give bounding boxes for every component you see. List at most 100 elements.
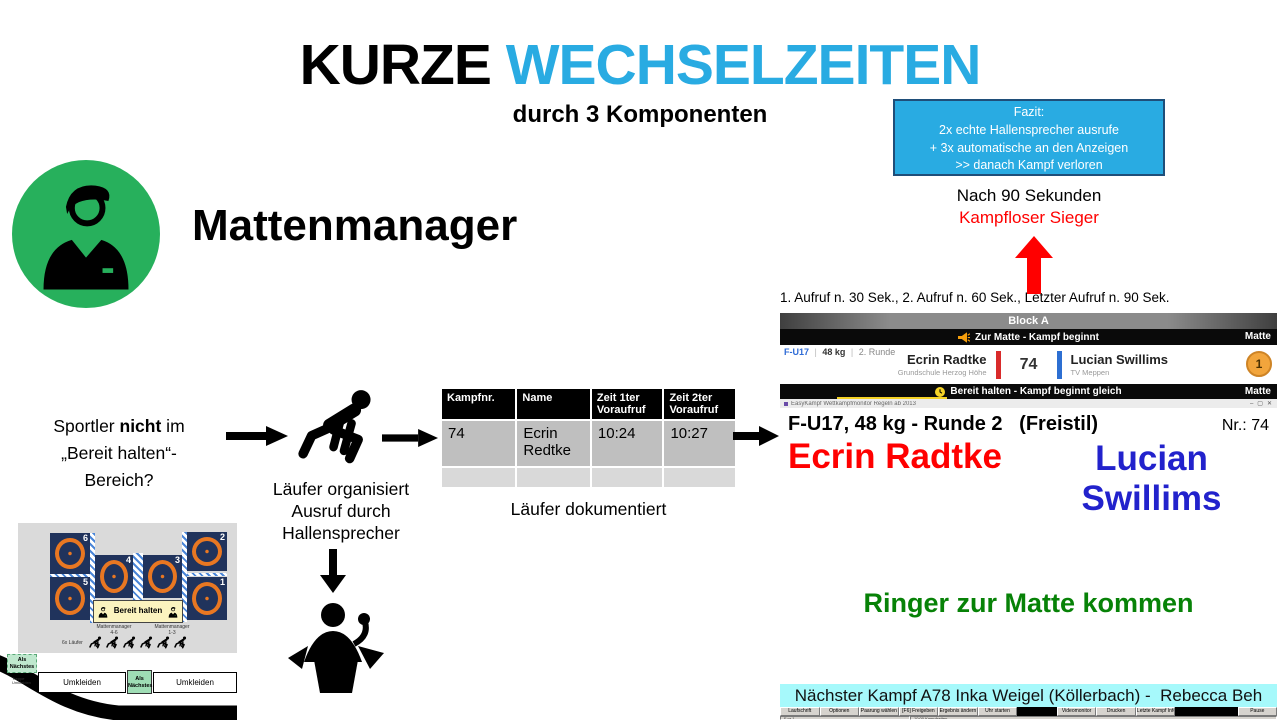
statusbar-time: 10:00 Kampfzeiten [910,716,1277,720]
status-bar-to-mat: Zur Matte - Kampf beginnt Matte [780,329,1277,345]
title-blue: WECHSELZEITEN [505,33,982,97]
red-color-bar [995,351,1001,379]
mat-ring [100,560,128,593]
col-header-name: Name [515,387,592,421]
runner-caption: Läufer organisiert Ausruf durch Hallensp… [246,479,436,545]
toolbar-button-videomonitor[interactable]: Videomonitor [1056,707,1097,716]
blue-fighter-club: TV Meppen [1070,367,1110,377]
window-title-text: EasyKampf Wettkampfmonitor Regeln ab 201… [791,400,916,407]
statusbar-left: F nr 1 [780,716,910,720]
ready-area-box: Bereit halten [93,600,183,623]
label-line: Mattenmanager [96,624,132,630]
table-header-row: Kampfnr. Name Zeit 1ter Voraufruf Zeit 2… [439,387,737,421]
announcer-podium-icon [286,593,386,703]
toolbar-button-uhr[interactable]: Uhr starten [977,707,1018,716]
come-to-mat-status: Ringer zur Matte kommen [863,588,1194,618]
toolbar-indicator [1017,707,1057,716]
status-text: Zur Matte - Kampf beginnt [975,331,1099,343]
big-names-row: Ecrin Radtke Lucian Swillims [788,437,1269,520]
matte-label: Matte [1244,386,1271,397]
cell-name: Ecrin Redtke [515,419,592,468]
toolbar-button-ergebnis[interactable]: Ergebnis ändern [938,707,978,716]
cell-kampfnr: 74 [439,419,518,468]
down-arrow-icon [320,549,346,593]
match-row: F-U17 | 48 kg | 2. Runde Ecrin Radtke Gr… [780,345,1277,384]
barrier-hatch [133,553,143,600]
match-meta: F-U17 | 48 kg | 2. Runde [784,347,895,357]
runners-count-label: 6x Läufer [62,640,83,646]
walkover-winner-label: Kampfloser Sieger [959,208,1099,227]
cell-zeit1: 10:24 [589,419,665,468]
label-line: 4-6 [110,629,118,636]
toolbar-button-paarung[interactable]: Paarung wählen [859,707,899,716]
table-caption: Läufer dokumentiert [510,499,667,519]
toolbar-button-freigeben[interactable]: [F6] Freigeben [898,707,939,716]
fazit-line: + 3x automatische an den Anzeigen [929,140,1129,155]
page-subtitle: durch 3 Komponenten [512,101,768,128]
bout-nr-label: Nr.: 74 [1221,417,1269,434]
mat-number: 6 [82,533,88,543]
toolbar-button-laufschrift[interactable]: Laufschrift [780,707,820,716]
manager-icon [168,606,178,618]
cell-zeit2: 10:27 [662,419,737,468]
ready-area-label: Bereit halten [113,606,163,616]
question-part: Bereich? [84,470,154,491]
col-header-zeit2: Zeit 2ter Voraufruf [662,387,737,421]
close-button[interactable]: ✕ [1266,401,1273,407]
mat-ring [192,582,222,615]
mat-1: 1 [187,577,227,620]
runner-icon [286,386,381,474]
minimize-button[interactable]: – [1249,400,1255,407]
question-part: „Bereit halten“- [61,443,177,464]
barrier-hatch [90,533,95,623]
stairs-label: Treppe Umkleiden [12,676,31,686]
maximize-button[interactable]: ▢ [1257,401,1264,407]
mat-6: 6 [50,533,90,574]
mat-number: 1 [219,577,225,587]
barrier-hatch [187,573,227,576]
blue-fighter: Lucian Swillims TV Meppen [1070,353,1223,377]
question-text: Sportler nicht im „Bereit halten“- Berei… [5,413,233,494]
matte-label: Matte [1244,331,1271,342]
class-label: F-U17 [784,347,810,357]
status-bar-ready: Bereit halten - Kampf beginnt gleich Mat… [780,384,1277,399]
label-line: Mattenmanager [154,624,190,630]
wrestling-software-screenshot: Block A Zur Matte - Kampf beginnt Matte … [780,313,1278,720]
next-tag-left: Als Nächstes [7,654,37,673]
toolbar-button-pause[interactable]: Pause [1237,707,1278,716]
toolbar-button-letzte-info[interactable]: Letzte Kampf Info [1135,707,1176,716]
flow-arrow-icon [733,426,779,446]
blue-color-bar [1056,351,1062,379]
next-bout-ticker: Nächster Kampf A78 Inka Weigel (Köllerba… [780,684,1277,707]
red-name-big: Ecrin Radtke [788,437,1002,476]
mat-number: 5 [82,577,88,587]
col-header-kampfnr: Kampfnr. [439,387,518,421]
fazit-line: Fazit: [1013,105,1045,119]
runner-icon [105,636,120,649]
mat-number: 2 [219,532,225,542]
runner-icon [139,636,154,649]
mat-ring [148,560,177,593]
blue-name-big: Lucian Swillims [1081,439,1222,519]
flow-arrow-icon [226,426,288,446]
table-row-empty [439,466,737,489]
bout-heading: F-U17, 48 kg - Runde 2 (Freistil) [788,413,1099,435]
mat-ring [192,537,222,566]
separator: | [850,347,854,357]
dressing-room-right: Umkleiden [153,672,237,693]
round-label: 2. Runde [858,347,896,357]
caption-line: Hallensprecher [282,522,400,543]
barrier-hatch [182,532,187,622]
red-fighter-club: Grundschule Herzog Höhe [897,367,987,377]
businessman-icon [27,175,145,293]
question-part: Sportler [53,416,120,436]
runner-icon [156,636,171,649]
toolbar-button-optionen[interactable]: Optionen [819,707,860,716]
separator: | [814,347,817,357]
caption-line: Ausruf durch [291,500,391,521]
mat-4: 4 [95,555,133,598]
toolbar-button-drucken[interactable]: Drucken [1096,707,1136,716]
